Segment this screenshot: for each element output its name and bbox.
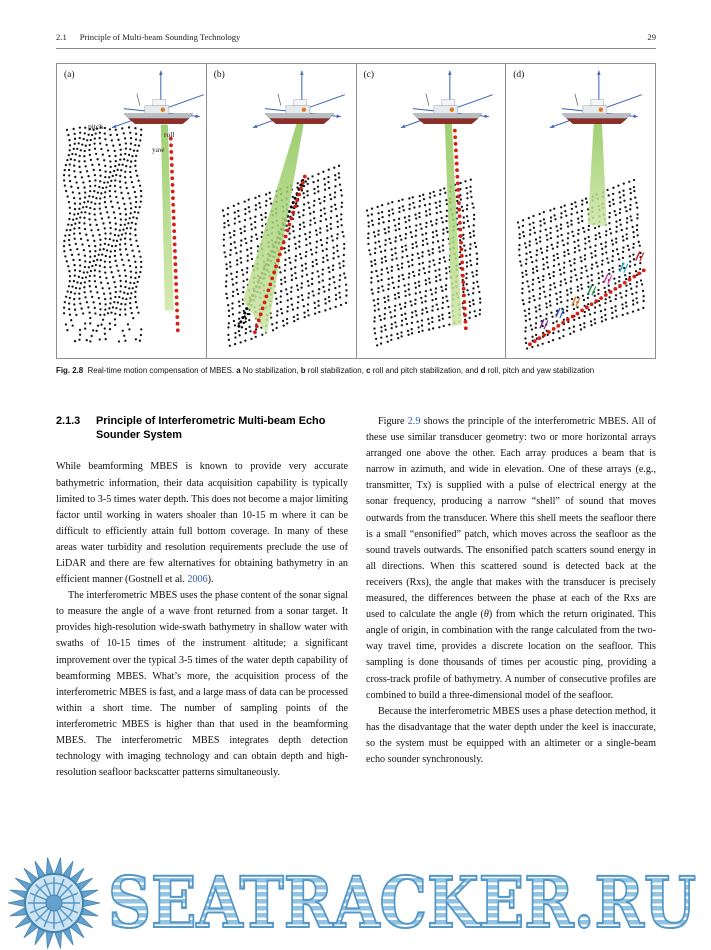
running-head-section-number: 2.1 — [56, 32, 67, 42]
panel-a-label: (a) — [64, 70, 75, 80]
panel-c-label: (c) — [363, 70, 375, 80]
roll-label: roll — [164, 130, 175, 139]
paragraph: Because the interferometric MBES uses a … — [366, 704, 656, 768]
text-segment: d — [480, 366, 486, 375]
text-segment: a — [236, 366, 241, 375]
text-segment: θ — [483, 609, 489, 621]
text-segment: roll, pitch and yaw stabilization — [485, 366, 595, 375]
text-segment: ) from which the return originated. This… — [366, 609, 656, 701]
figure-panel-c-graphic — [365, 70, 493, 347]
sun-logo-icon — [7, 857, 101, 949]
text-segment: c — [366, 366, 371, 375]
text-segment: Figure — [378, 416, 408, 427]
section-heading: 2.1.3 Principle of Interferometric Multi… — [56, 414, 348, 442]
figure-panel-c: (c) — [355, 63, 507, 359]
running-head: 2.1 Principle of Multi-beam Sounding Tec… — [56, 32, 656, 49]
figure-2-8: (a) pitch roll yaw (b) (c) (d) — [56, 63, 656, 359]
text-segment: Real-time motion compensation of MBES. — [83, 366, 237, 375]
text-segment: shows the principle of the interferometr… — [366, 416, 657, 621]
text-segment: Because the interferometric MBES uses a … — [366, 705, 656, 765]
pitch-label: pitch — [88, 122, 103, 131]
panel-d-label: (d) — [513, 70, 525, 80]
text-segment: roll and pitch stabilization, and — [370, 366, 481, 375]
text-segment: The interferometric MBES uses the phase … — [56, 590, 348, 779]
text-segment: No stabilization, — [240, 366, 301, 375]
left-column: 2.1.3 Principle of Interferometric Multi… — [56, 414, 348, 781]
text-segment: roll stabilization, — [305, 366, 367, 375]
running-head-left: 2.1 Principle of Multi-beam Sounding Tec… — [56, 32, 240, 42]
text-segment: Fig. 2.8 — [56, 366, 84, 375]
watermark-banner: SEATRACKER.RU — [107, 860, 697, 945]
page-number: 29 — [647, 32, 656, 42]
figure-panel-b-graphic — [221, 70, 348, 347]
figure-panel-a-graphic — [62, 70, 204, 343]
paragraph: The interferometric MBES uses the phase … — [56, 588, 348, 781]
text-segment: ). — [207, 574, 214, 586]
figure-panel-b: (b) — [205, 63, 357, 359]
figure-caption: Fig. 2.8 Real-time motion compensation o… — [56, 366, 656, 377]
running-head-title: Principle of Multi-beam Sounding Technol… — [79, 32, 241, 42]
figure-panel-d: (d) — [505, 63, 656, 359]
reference-link[interactable]: 2.9 — [407, 416, 421, 427]
right-column: Figure 2.9 shows the principle of the in… — [366, 414, 656, 768]
panel-b-label: (b) — [213, 70, 225, 80]
section-title: Principle of Interferometric Multi-beam … — [96, 415, 326, 442]
figure-panel-d-graphic — [517, 70, 646, 350]
paragraph: While beamforming MBES is known to provi… — [56, 459, 348, 588]
reference-link[interactable]: 2006 — [187, 574, 208, 586]
text-segment: While beamforming MBES is known to provi… — [56, 461, 348, 586]
section-number: 2.1.3 — [56, 415, 81, 427]
watermark-text: SEATRACKER.RU — [108, 861, 696, 944]
yaw-label: yaw — [152, 145, 165, 154]
right-column-text: Figure 2.9 shows the principle of the in… — [366, 414, 656, 768]
figure-panel-a: (a) pitch roll yaw — [56, 63, 207, 359]
paragraph: Figure 2.9 shows the principle of the in… — [366, 414, 656, 704]
watermark: SEATRACKER.RU — [2, 857, 709, 950]
text-segment: b — [300, 366, 306, 375]
left-column-text: While beamforming MBES is known to provi… — [56, 459, 348, 781]
